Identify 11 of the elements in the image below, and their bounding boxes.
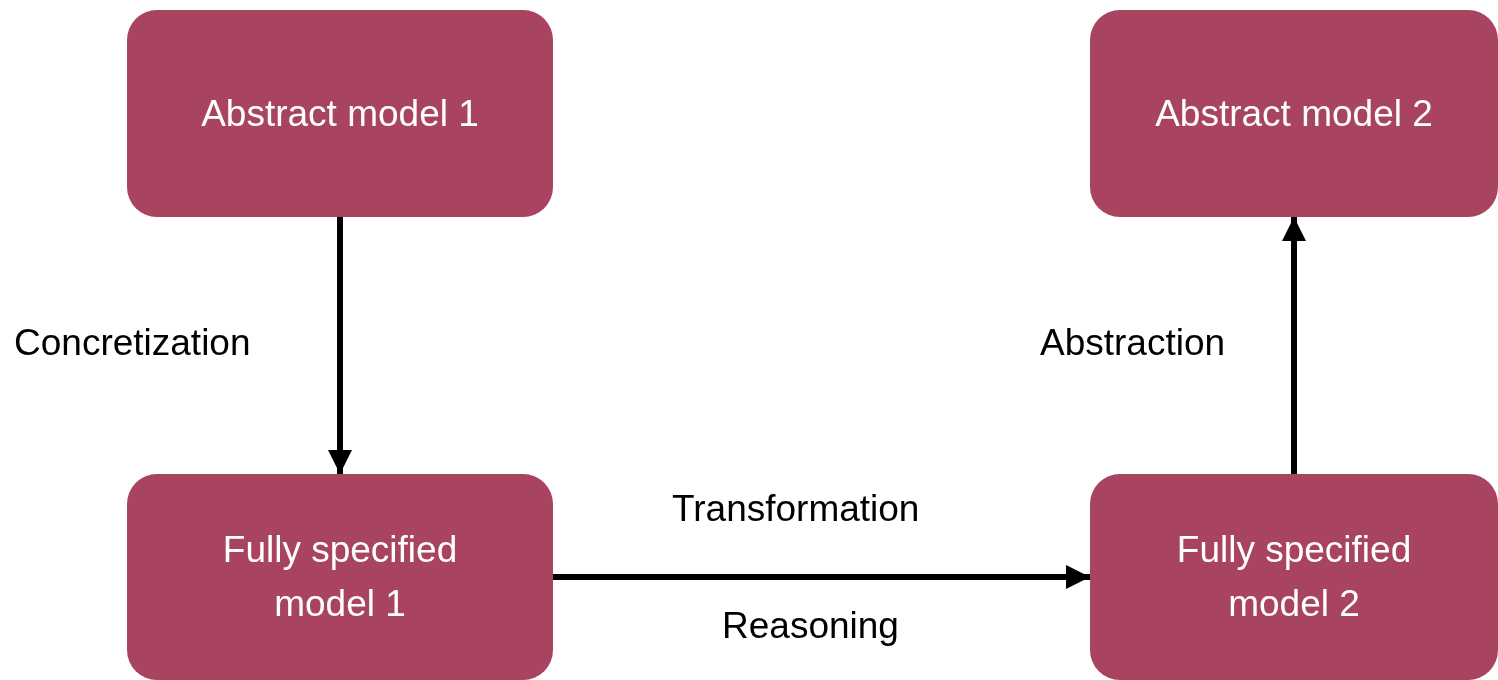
- process-box: [127, 10, 553, 217]
- box-label: Abstract model 1: [201, 91, 479, 136]
- process-box: [1090, 474, 1498, 680]
- process-box: [127, 474, 553, 680]
- arrow: [553, 565, 1090, 589]
- arrow: [1282, 217, 1306, 474]
- box-label: Fully specified model 1: [221, 528, 459, 626]
- box-label: Fully specified model 2: [1175, 528, 1413, 626]
- process-box: [1090, 10, 1498, 217]
- arrow: [328, 217, 352, 474]
- box-label: Abstract model 2: [1155, 91, 1433, 136]
